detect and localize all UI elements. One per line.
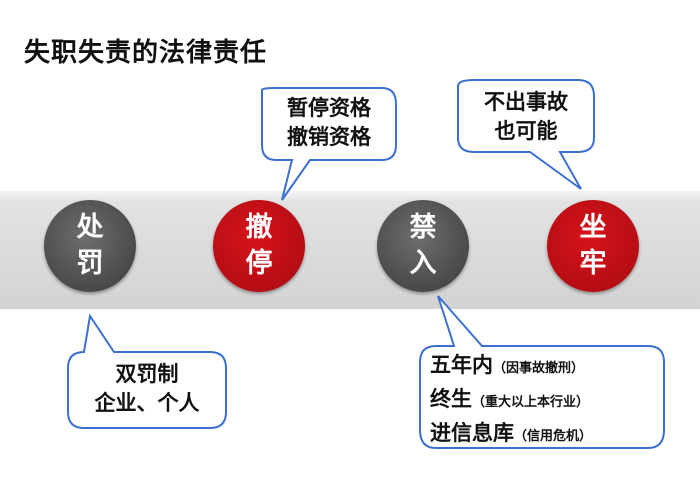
callout-punishment-line-1: 双罚制 <box>115 362 179 386</box>
callout-punishment-text: 双罚制 企业、个人 <box>68 360 226 418</box>
callout-suspension-line-1: 暂停资格 <box>287 96 371 120</box>
stage-ban-disc: 禁 入 <box>377 200 469 292</box>
callout-ban-bubble <box>419 295 665 449</box>
callout-ban-item: 五年内（因事故撤刑） <box>430 350 592 384</box>
callout-suspension-bubble <box>261 87 397 201</box>
callout-ban-item-main: 终生 <box>430 387 472 411</box>
stage-punishment-char-1: 处 <box>76 212 104 243</box>
callout-ban-item-note: （重大以上本行业） <box>472 395 590 410</box>
stage-suspension-disc: 撤 停 <box>213 200 305 292</box>
stage-jail-char-1: 坐 <box>579 212 607 243</box>
stage-punishment-disc: 处 罚 <box>44 200 136 292</box>
stage-suspension-char-1: 撤 <box>245 212 273 243</box>
callout-jail-line-2: 也可能 <box>494 119 558 143</box>
stage-jail-disc: 坐 牢 <box>547 200 639 292</box>
callout-suspension-line-2: 撤销资格 <box>287 125 371 149</box>
callout-punishment-line-2: 企业、个人 <box>94 391 200 415</box>
callout-jail-line-1: 不出事故 <box>484 90 568 114</box>
callout-ban-item-note: （信用危机） <box>514 429 593 444</box>
stage-ban-char-1: 禁 <box>409 212 437 243</box>
callout-ban-item-note: （因事故撤刑） <box>493 361 585 376</box>
callout-ban-item: 进信息库（信用危机） <box>430 418 592 452</box>
callout-ban-item: 终生（重大以上本行业） <box>430 384 592 418</box>
timeline-band-highlight <box>0 191 700 201</box>
stage-ban-char-2: 入 <box>409 248 437 279</box>
callout-ban-item-main: 五年内 <box>430 353 493 377</box>
callout-jail-bubble <box>457 79 595 190</box>
stage-suspension-char-2: 停 <box>245 248 273 279</box>
stage-jail-char-2: 牢 <box>579 248 607 279</box>
callout-ban-item-main: 进信息库 <box>430 421 514 445</box>
callout-punishment-bubble <box>67 313 227 429</box>
stage-punishment-char-2: 罚 <box>76 248 104 279</box>
callout-jail-text: 不出事故 也可能 <box>458 88 594 146</box>
callout-ban-text: 五年内（因事故撤刑） 终生（重大以上本行业） 进信息库（信用危机） <box>430 350 592 452</box>
callout-suspension-text: 暂停资格 撤销资格 <box>262 94 396 152</box>
page-title: 失职失责的法律责任 <box>24 38 268 68</box>
